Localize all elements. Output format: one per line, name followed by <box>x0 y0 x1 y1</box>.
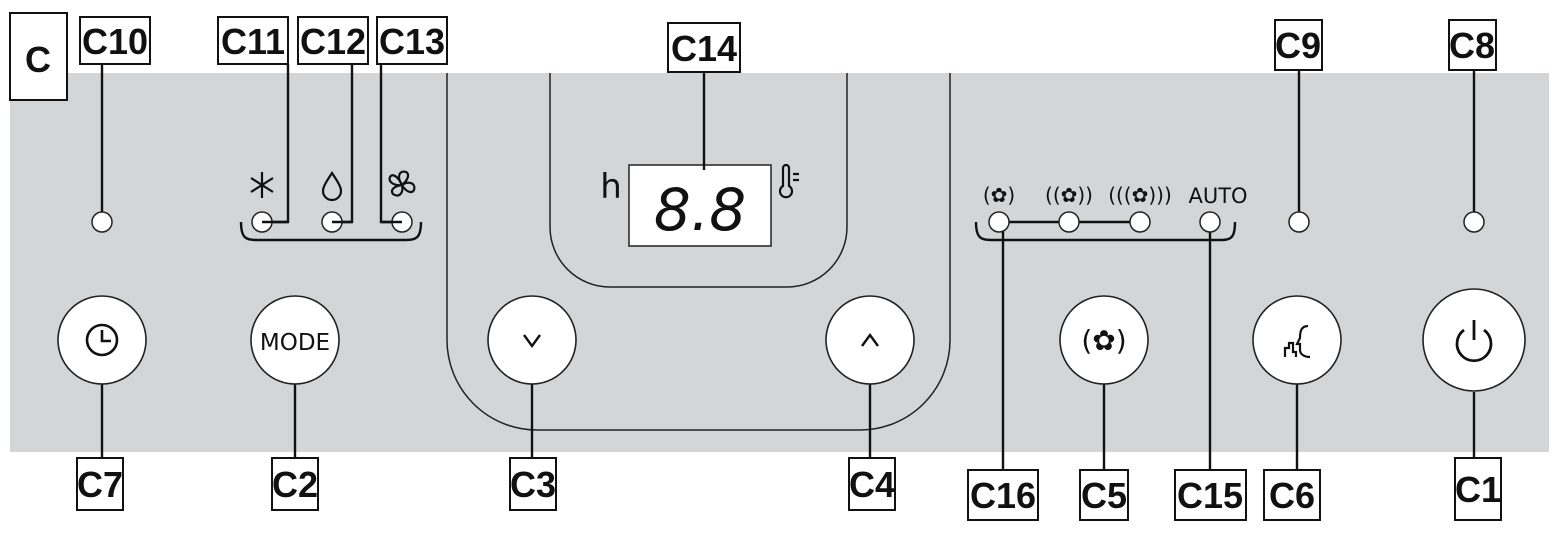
chevron-down-icon <box>523 334 541 349</box>
svg-text:C1: C1 <box>1455 469 1501 510</box>
svg-text:C10: C10 <box>82 21 148 62</box>
fan-low-led <box>988 211 1010 233</box>
fan-medium-led <box>1058 211 1080 233</box>
section-label: C <box>9 12 68 101</box>
up-button[interactable] <box>825 295 915 385</box>
svg-text:C2: C2 <box>272 464 318 505</box>
callout-c10: C10 <box>79 16 151 65</box>
svg-text:C: C <box>25 39 51 80</box>
power-button[interactable] <box>1422 288 1526 392</box>
svg-text:C4: C4 <box>849 464 895 505</box>
svg-text:C5: C5 <box>1081 475 1127 516</box>
mode-button[interactable]: MODE <box>250 295 340 385</box>
svg-text:C9: C9 <box>1275 25 1321 66</box>
callout-c9: C9 <box>1274 19 1323 71</box>
thermometer-icon <box>778 163 799 199</box>
control-panel <box>10 73 1549 452</box>
sleep-button[interactable] <box>1252 295 1342 385</box>
center-outline <box>446 73 951 431</box>
fan-high-icon: (((✿))) <box>1108 183 1172 207</box>
fan-icon: (✿) <box>1081 324 1126 357</box>
callout-c12: C12 <box>297 16 369 65</box>
svg-text:C7: C7 <box>77 464 123 505</box>
svg-text:C3: C3 <box>510 464 556 505</box>
display-value: 8.8 <box>654 176 746 244</box>
down-button[interactable] <box>487 295 577 385</box>
svg-text:C8: C8 <box>1449 25 1495 66</box>
sleep-led <box>1288 211 1310 233</box>
svg-text:C6: C6 <box>1269 475 1315 516</box>
callout-c15: C15 <box>1174 469 1247 521</box>
display-unit-hours: h <box>600 167 622 207</box>
display: 8.8 h <box>600 163 799 247</box>
callout-c14: C14 <box>667 22 741 73</box>
timer-led <box>91 211 113 233</box>
power-icon <box>1455 320 1493 363</box>
callout-c2: C2 <box>271 457 319 511</box>
callout-c7: C7 <box>76 457 124 511</box>
drop-icon <box>321 171 343 202</box>
fan-auto-led <box>1199 211 1221 233</box>
svg-text:C16: C16 <box>970 475 1036 516</box>
snowflake-icon <box>250 172 274 198</box>
fan-medium-icon: ((✿)) <box>1045 183 1093 207</box>
callout-c3: C3 <box>509 457 557 511</box>
fan-bracket <box>974 221 1237 242</box>
callout-c16: C16 <box>967 469 1039 521</box>
fan-low-icon: (✿) <box>983 183 1015 207</box>
fan-speed-button[interactable]: (✿) <box>1059 295 1149 385</box>
svg-text:C12: C12 <box>300 21 366 62</box>
display-outline <box>549 73 848 288</box>
callout-c5: C5 <box>1079 469 1129 521</box>
callout-c13: C13 <box>376 16 448 65</box>
mode-bracket <box>239 221 423 242</box>
svg-text:C13: C13 <box>379 21 445 62</box>
callout-c4: C4 <box>848 457 896 511</box>
fan-icon <box>388 170 416 197</box>
auto-label: AUTO <box>1188 184 1247 208</box>
svg-text:C14: C14 <box>671 28 737 69</box>
svg-text:C11: C11 <box>221 21 285 62</box>
callout-c11: C11 <box>217 16 289 65</box>
fan-high-led <box>1129 211 1151 233</box>
sleep-icon <box>1283 324 1311 359</box>
callout-c8: C8 <box>1448 19 1497 71</box>
chevron-up-icon <box>861 332 879 347</box>
svg-text:MODE: MODE <box>260 330 330 356</box>
clock-icon <box>85 323 119 357</box>
callout-c1: C1 <box>1454 457 1502 521</box>
power-led <box>1463 211 1485 233</box>
timer-button[interactable] <box>57 295 147 385</box>
svg-text:C15: C15 <box>1177 475 1243 516</box>
callout-c6: C6 <box>1263 469 1321 521</box>
